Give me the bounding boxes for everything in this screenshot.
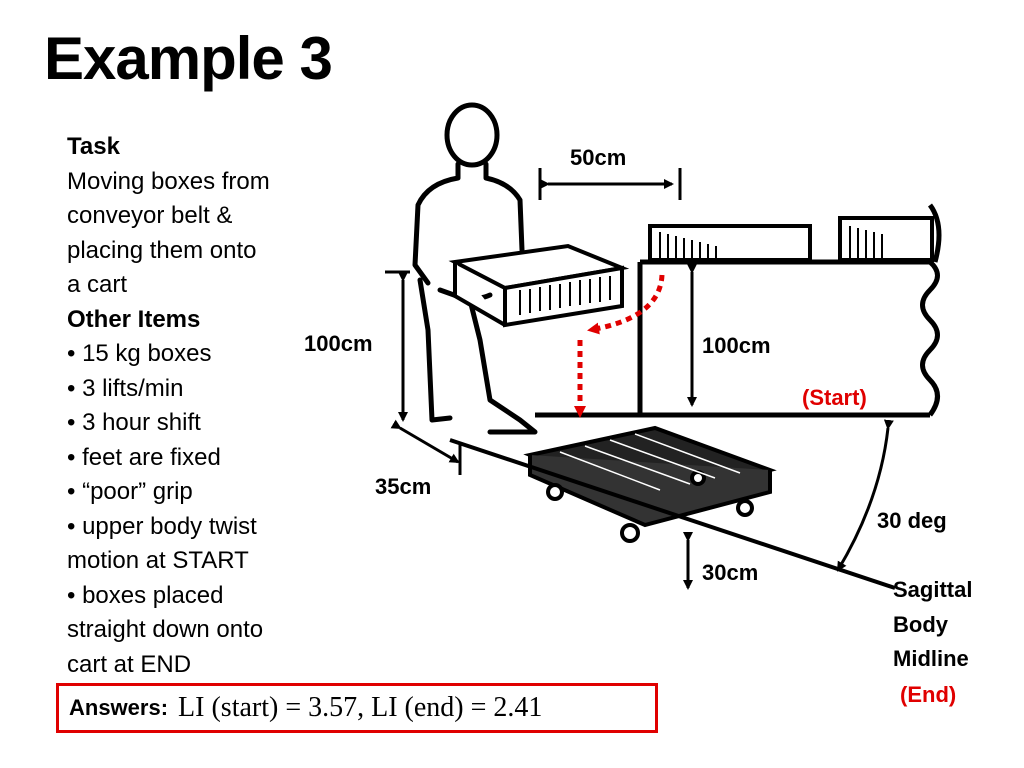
task-line: conveyor belt & (67, 202, 233, 229)
task-description: Task Moving boxes from conveyor belt & p… (67, 130, 317, 682)
worker-back-leg (417, 277, 453, 423)
cart (523, 425, 777, 543)
other-item: • 3 lifts/min (67, 374, 184, 402)
label-body: Body (893, 612, 948, 637)
conveyor-box-hatch (659, 226, 883, 258)
angle-arc-arrow (836, 419, 894, 572)
label-30cm: 30cm (702, 560, 759, 585)
other-item: straight down onto (67, 616, 264, 643)
label-midline: Midline (893, 646, 969, 671)
label-100cm-conveyor: 100cm (702, 333, 771, 358)
answers-box: Answers: LI (start) = 3.57, LI (end) = 2… (56, 683, 658, 733)
answers-value: LI (start) = 3.57, LI (end) = 2.41 (178, 692, 543, 723)
worker-back (412, 161, 461, 286)
other-item: • boxes placed (67, 581, 224, 609)
task-line: placing them onto (67, 236, 257, 264)
other-items-heading: Other Items (67, 305, 201, 333)
label-start: (Start) (802, 385, 867, 410)
other-item: • upper body twist (67, 512, 257, 540)
label-sagittal: Sagittal (893, 577, 973, 602)
label-end: (End) (900, 682, 957, 707)
label-35cm: 35cm (375, 474, 432, 499)
worker-chest (483, 161, 525, 253)
task-line: Moving boxes from (67, 167, 270, 195)
worker-head (444, 102, 500, 168)
other-item: cart at END (67, 650, 192, 678)
carried-box-hatch (519, 276, 611, 315)
other-item: • 15 kg boxes (67, 340, 212, 367)
task-heading: Task (67, 133, 120, 160)
cart-slats (559, 433, 741, 491)
dim-35cm-arrow (390, 419, 460, 464)
label-100cm-hands: 100cm (304, 331, 373, 356)
motion-path (574, 274, 665, 418)
other-item: motion at START (67, 547, 249, 574)
label-30-deg: 30 deg (877, 508, 947, 533)
label-50cm: 50cm (570, 145, 627, 170)
other-item: • 3 hour shift (67, 409, 201, 436)
answers-label: Answers: (69, 695, 169, 720)
sagittal-midline (449, 438, 896, 590)
slide-title: Example 3 (44, 25, 333, 92)
other-item: • feet are fixed (67, 443, 221, 471)
dimension-arrows (385, 168, 894, 590)
carried-box (448, 243, 630, 328)
other-item: • “poor” grip (67, 478, 193, 505)
task-line: a cart (67, 271, 128, 298)
worker-front-leg (467, 297, 538, 435)
